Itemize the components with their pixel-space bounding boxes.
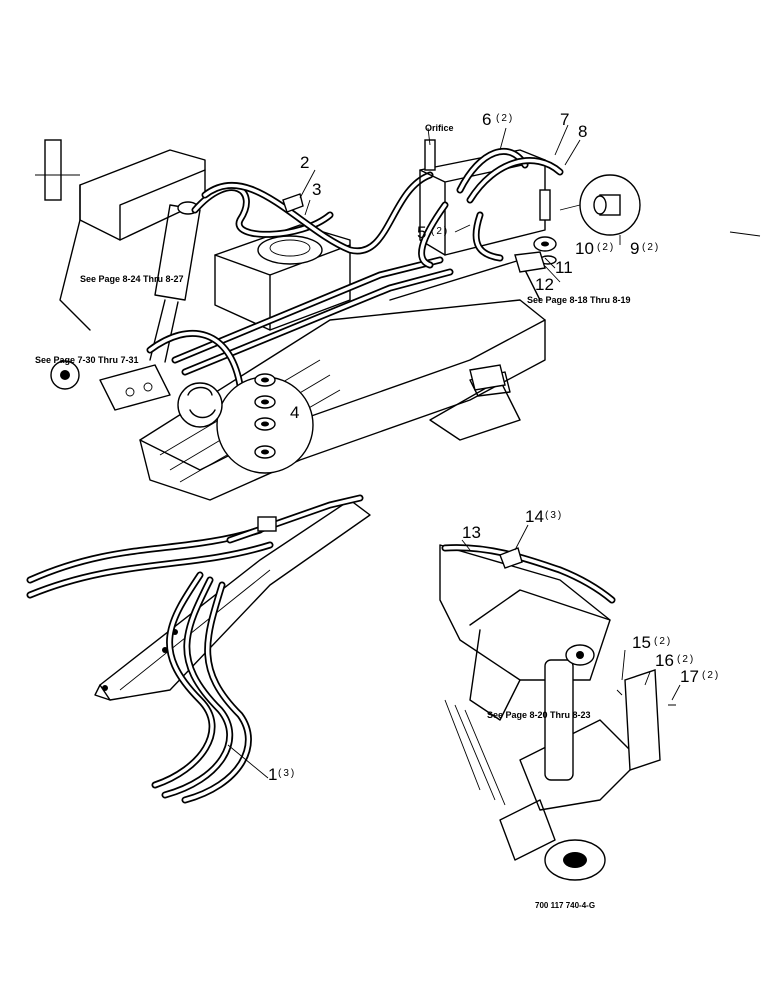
callout-5-qty: (2) [431, 226, 449, 237]
callout-11: 11 [555, 258, 573, 277]
see-page-8-24-note: See Page 8-24 Thru 8-27 [80, 274, 184, 284]
frame-detail-assembly [439, 544, 676, 881]
callout-7: 7 [560, 110, 569, 129]
callout-10: 10 [575, 239, 594, 258]
orifice-label: Orifice [425, 123, 454, 133]
figure-code: 700 117 740-4-G [535, 901, 595, 910]
callout-3: 3 [312, 180, 321, 199]
hose-clamp-part [499, 547, 523, 569]
depth-control-kit-detail [177, 373, 314, 474]
callout-15: 15 [632, 633, 651, 652]
callout-15-qty: (2) [654, 636, 672, 647]
callout-17: 17 [680, 667, 699, 686]
callout-6-qty: (2) [496, 113, 514, 124]
callout-8: 8 [578, 122, 587, 141]
hose-routing-assembly [26, 494, 371, 804]
see-page-8-20-note: See Page 8-20 Thru 8-23 [487, 710, 591, 720]
leader-lines [227, 124, 761, 779]
callout-1: 1 [268, 765, 277, 784]
see-page-7-30-note: See Page 7-30 Thru 7-31 [35, 355, 139, 365]
callout-9-qty: (2) [642, 242, 660, 253]
callout-17-qty: (2) [702, 670, 720, 681]
callout-10-qty: (2) [597, 242, 615, 253]
top-assembly [35, 139, 641, 501]
see-page-8-18-note: See Page 8-18 Thru 8-19 [527, 295, 631, 305]
callout-labels: Orifice 2 3 6 (2) 7 8 5 (2) 10 (2) 9 (2)… [35, 110, 720, 910]
callout-16: 16 [655, 651, 674, 670]
jack-handle-part [44, 139, 62, 201]
callout-14: 14 [525, 507, 544, 526]
cylinder-part [544, 659, 574, 781]
shield-part [624, 669, 661, 771]
callout-14-qty: (3) [545, 510, 563, 521]
callout-5: 5 [417, 223, 426, 242]
callout-12: 12 [535, 275, 554, 294]
callout-6: 6 [482, 110, 491, 129]
callout-16-qty: (2) [677, 654, 695, 665]
callout-4: 2 [300, 153, 309, 172]
callout-2: 4 [290, 403, 299, 422]
clamp-part [282, 193, 304, 213]
callout-1-qty: (3) [278, 768, 296, 779]
callout-9: 9 [630, 239, 639, 258]
callout-13: 13 [462, 523, 481, 542]
control-valve-part [419, 139, 557, 265]
